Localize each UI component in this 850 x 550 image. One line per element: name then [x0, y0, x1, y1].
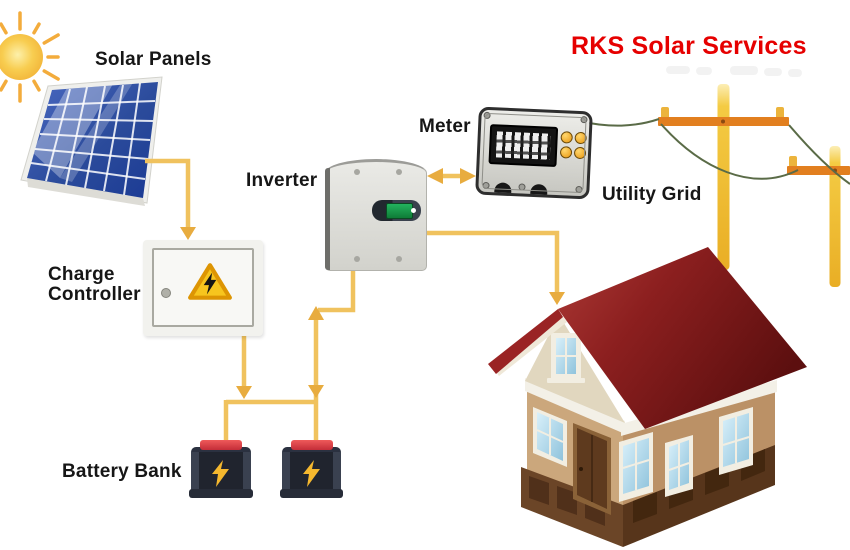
- door-knob: [579, 467, 583, 471]
- screw-icon: [483, 111, 491, 120]
- solar-panel-illustration: [20, 76, 163, 206]
- battery-1: [189, 440, 253, 498]
- charge-controller-box: [143, 240, 263, 336]
- inverter-led: [411, 208, 416, 213]
- label-charge-controller: Charge Controller: [48, 264, 141, 305]
- screw-icon: [580, 115, 588, 124]
- label-utility-grid: Utility Grid: [602, 184, 702, 205]
- house-illustration: [488, 247, 807, 547]
- roof-left-edge: [488, 309, 563, 374]
- battery-flange: [280, 489, 343, 498]
- lightning-bolt-icon: [302, 460, 320, 487]
- inverter-display: [372, 200, 421, 221]
- meter-button: [573, 146, 587, 160]
- warning-triangle-icon: [188, 263, 232, 300]
- inverter-box: [325, 159, 427, 271]
- utility-pole-far: [787, 146, 850, 287]
- utility-pole-near: [658, 84, 789, 270]
- controller-knob: [161, 288, 171, 298]
- screw-icon: [396, 256, 402, 262]
- watermark-ghost: [666, 66, 802, 77]
- meter-knob: [494, 182, 512, 194]
- window-left: [533, 407, 567, 467]
- screw-icon: [518, 183, 526, 191]
- window-front-3: [719, 407, 753, 475]
- screw-icon: [482, 181, 490, 190]
- connector-inverter-elbow: [318, 266, 356, 313]
- gable-trim: [525, 378, 625, 434]
- window-front-1: [619, 432, 653, 502]
- screw-icon: [575, 185, 583, 194]
- meter-knob: [530, 183, 548, 195]
- window-front-2: [665, 435, 693, 497]
- sun-icon: [0, 11, 60, 103]
- label-inverter: Inverter: [246, 170, 318, 191]
- house-base-right: [623, 445, 775, 547]
- meter-button: [560, 131, 573, 144]
- screw-icon: [354, 256, 360, 262]
- connector-inverter-to-house: [425, 230, 560, 293]
- inverter-screen: [386, 203, 413, 219]
- charge-controller-door: [152, 248, 254, 327]
- lightning-bolt-icon: [212, 460, 229, 487]
- roof-main: [558, 247, 807, 429]
- label-battery-bank: Battery Bank: [62, 461, 182, 482]
- battery-2: [280, 440, 343, 498]
- label-meter: Meter: [419, 116, 471, 137]
- battery-flange: [189, 489, 253, 498]
- battery-cap: [200, 440, 242, 450]
- meter-box: [475, 106, 593, 200]
- meter-display: [488, 124, 559, 167]
- meter-digits: [495, 131, 551, 160]
- page-title: RKS Solar Services: [571, 32, 807, 60]
- meter-button: [559, 146, 573, 159]
- connector-lines: [145, 158, 560, 441]
- connector-panel-to-controller: [145, 158, 191, 230]
- screw-icon: [354, 169, 360, 175]
- arrowheads: [180, 168, 565, 399]
- meter-button: [574, 131, 587, 145]
- battery-cap: [290, 440, 333, 450]
- attic-window: [547, 333, 585, 383]
- label-solar-panels: Solar Panels: [95, 49, 212, 70]
- screw-icon: [396, 169, 402, 175]
